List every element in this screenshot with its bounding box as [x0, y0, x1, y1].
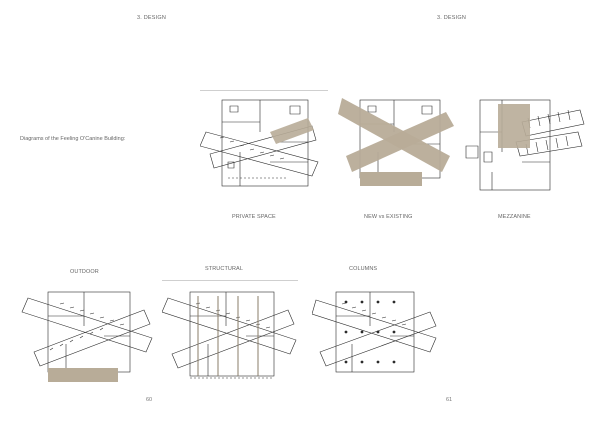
floor-plan-columns — [312, 291, 437, 373]
left-page: 3. DESIGN Diagrams of the Feeling O'Cani… — [20, 15, 167, 403]
label-outdoor: OUTDOOR — [70, 269, 99, 275]
diagram-structural — [162, 284, 302, 384]
floor-plan-new-vs-existing — [338, 98, 454, 186]
intro-caption: Diagrams of the Feeling O'Canine Buildin… — [20, 136, 126, 142]
label-structural: STRUCTURAL — [205, 266, 243, 272]
right-page-number: 61 — [446, 397, 453, 403]
floor-plan-mezzanine — [465, 99, 585, 191]
left-page-number: 60 — [146, 397, 153, 403]
right-page: 3. DESIGN 61 — [300, 0, 600, 424]
rule-private-space — [200, 90, 328, 91]
diagram-outdoor — [20, 286, 158, 384]
right-running-header: 3. DESIGN — [437, 15, 467, 21]
label-new-vs-existing: NEW vs EXISTING — [364, 214, 413, 220]
label-private-space: PRIVATE SPACE — [232, 214, 276, 220]
floor-plan-outdoor — [21, 291, 153, 382]
diagram-new-vs-existing — [338, 92, 458, 192]
diagram-columns — [312, 286, 440, 384]
left-running-header: 3. DESIGN — [137, 15, 167, 21]
diagram-private-space — [200, 92, 330, 192]
rule-structural — [162, 280, 298, 281]
floor-plan-structural — [162, 291, 297, 379]
label-mezzanine: MEZZANINE — [498, 214, 531, 220]
floor-plan-private-space — [200, 99, 319, 187]
label-columns: COLUMNS — [349, 266, 378, 272]
diagram-mezzanine — [462, 92, 586, 192]
